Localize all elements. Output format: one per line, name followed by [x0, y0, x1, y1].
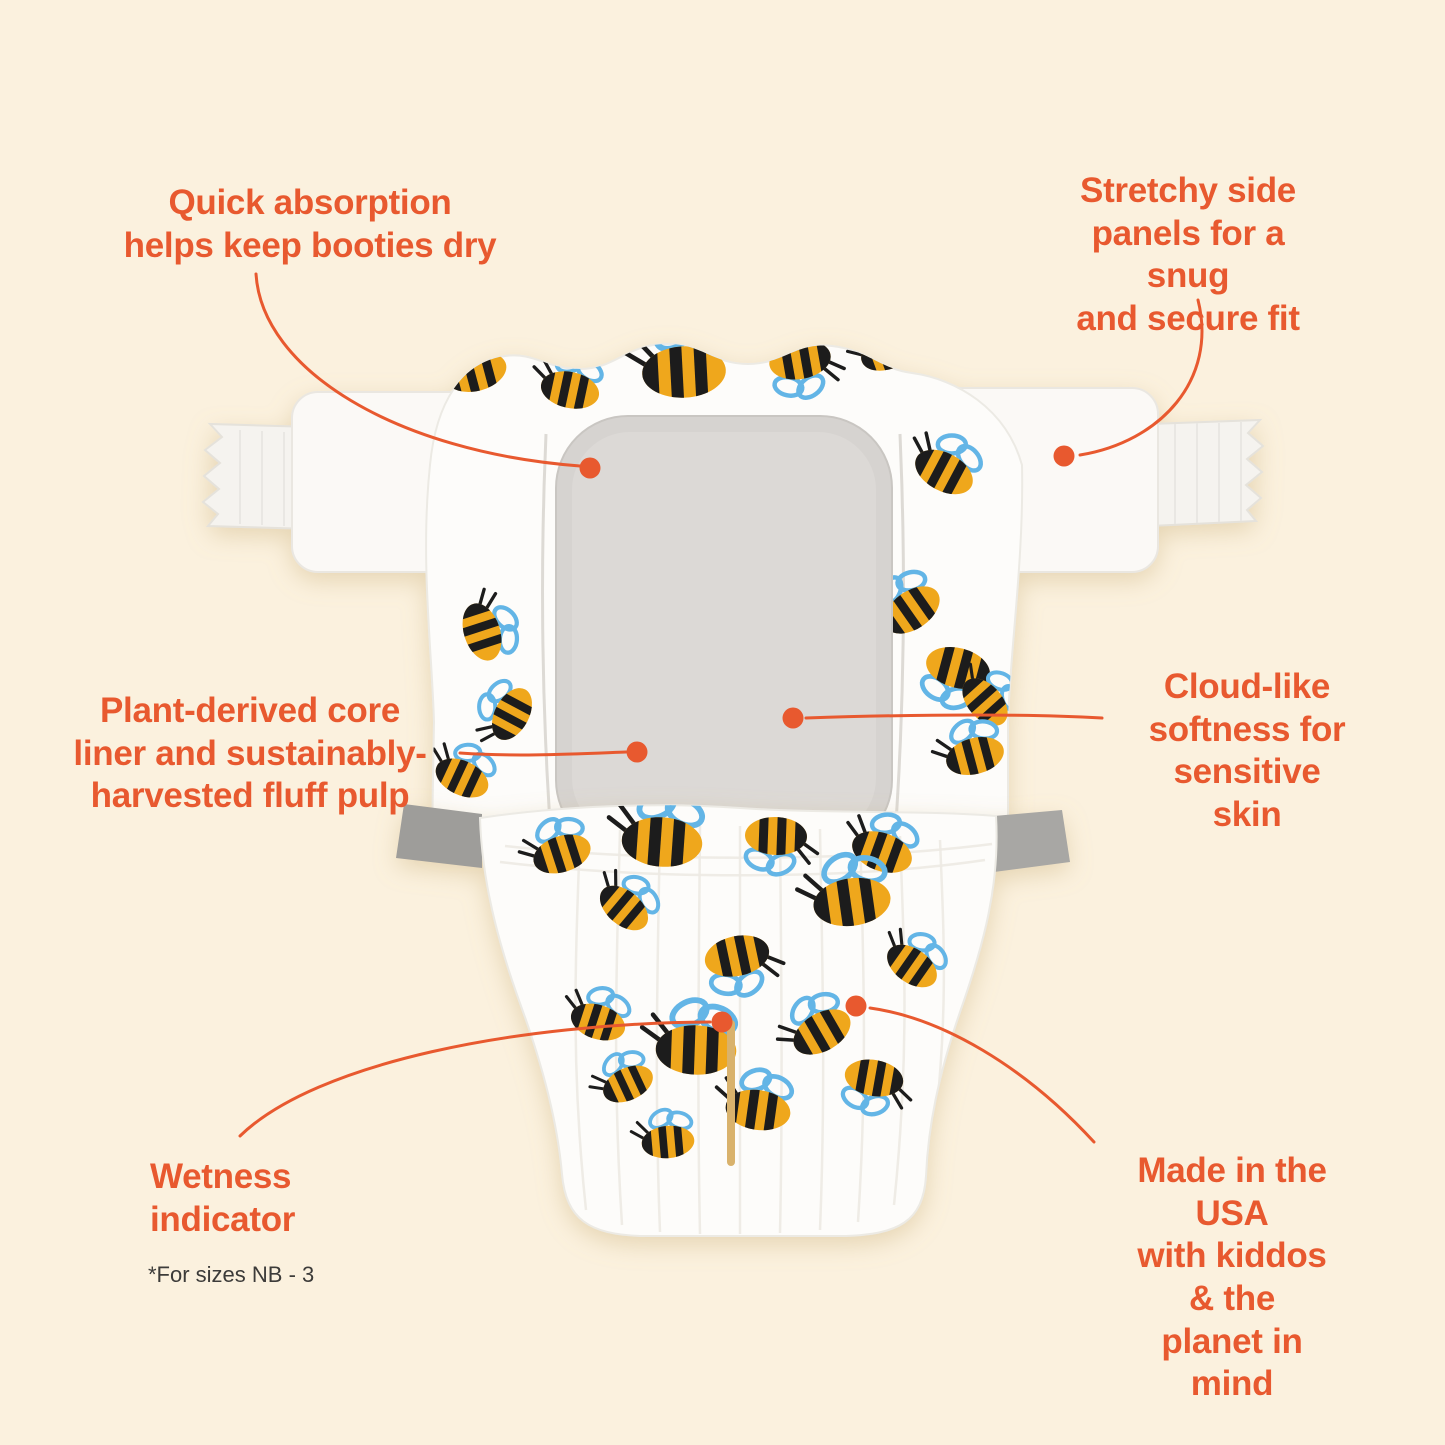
leader-cloud-softness	[804, 713, 1104, 720]
dot-stretchy-panels	[1053, 445, 1075, 467]
leader-made-in-usa	[868, 1006, 1096, 1144]
closed-diaper	[396, 783, 1070, 1237]
callout-cloud-softness: Cloud-like softness for sensitive skin	[1148, 667, 1346, 835]
closed-diaper-detail	[499, 783, 993, 1235]
leader-stretchy-panels	[1078, 298, 1204, 457]
right-stretch-tab	[1149, 418, 1265, 528]
left-leg-cuff-line	[541, 433, 552, 825]
leader-quick-absorption	[254, 272, 582, 468]
dot-cloud-softness	[782, 707, 804, 729]
right-fastener-tab	[994, 810, 1070, 872]
right-tab-ribbing	[1174, 422, 1242, 524]
callout-wetness-indicator: Wetness indicator	[150, 1157, 296, 1239]
dot-plant-core	[626, 741, 648, 763]
absorbent-core-pad	[555, 415, 893, 853]
callout-made-in-usa: Made in the USA with kiddos & the planet…	[1137, 1151, 1327, 1404]
leader-wetness-indicator	[238, 1020, 712, 1138]
callout-stretchy-panels: Stretchy side panels for a snug and secu…	[1076, 171, 1300, 339]
leader-plant-core	[458, 750, 628, 757]
wetness-indicator-strip	[727, 1020, 735, 1166]
callout-plant-core: Plant-derived core liner and sustainably…	[73, 691, 427, 816]
wetness-footnote: *For sizes NB - 3	[148, 1262, 315, 1287]
left-fastener-tab	[396, 804, 482, 868]
bee-pattern-top	[420, 306, 1033, 825]
annotations	[238, 272, 1204, 1144]
dot-made-in-usa	[845, 995, 867, 1017]
right-leg-cuff-line	[894, 433, 905, 825]
dot-wetness-indicator	[711, 1011, 733, 1033]
dot-quick-absorption	[579, 457, 601, 479]
callout-quick-absorption: Quick absorption helps keep booties dry	[123, 183, 497, 265]
